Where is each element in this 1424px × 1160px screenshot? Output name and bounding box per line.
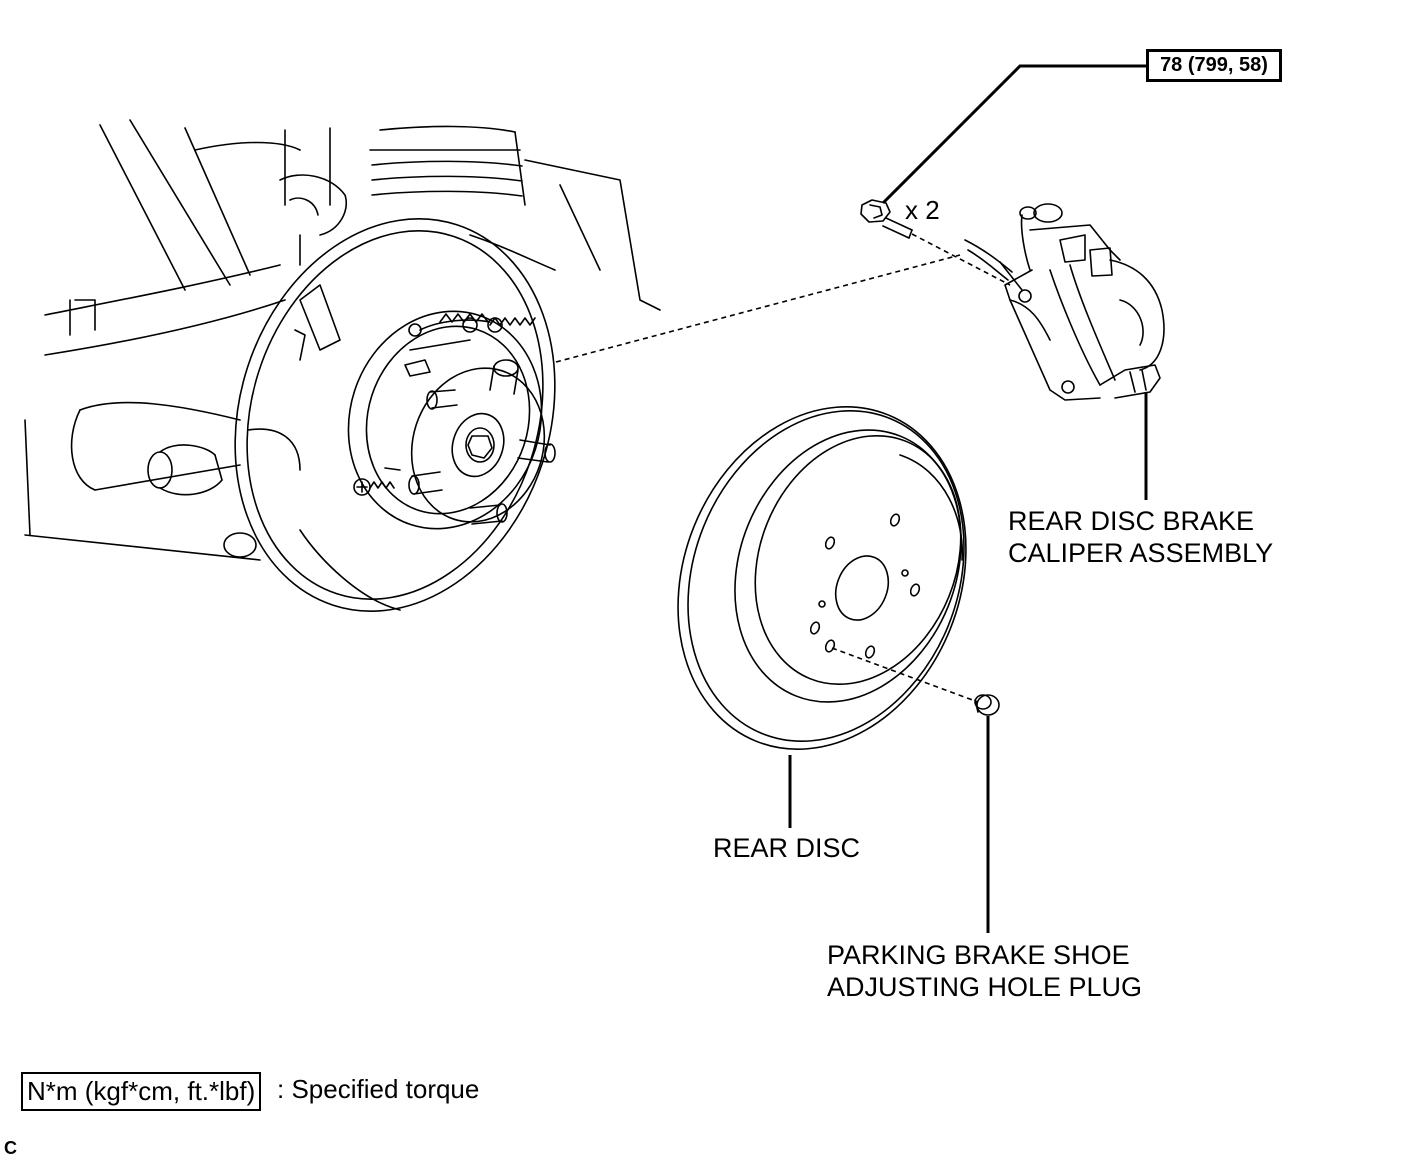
torque-legend-description: : Specified torque — [277, 1074, 480, 1104]
adjusting-hole-plug — [974, 694, 1000, 716]
rear-disc-label: REAR DISC — [713, 833, 861, 863]
corner-mark: C — [4, 1138, 17, 1158]
brake-caliper — [964, 203, 1165, 401]
leader-lines — [788, 64, 1148, 933]
suspension-assembly — [24, 119, 661, 561]
caliper-label-line2: CALIPER ASSEMBLY — [1008, 538, 1274, 568]
torque-unit-legend-box: N*m (kgf*cm, ft.*lbf) — [21, 1072, 262, 1111]
caliper-mounting-bolt — [860, 199, 913, 239]
caliper-label-line1: REAR DISC BRAKE — [1008, 506, 1255, 536]
quantity-label: x 2 — [905, 195, 940, 225]
torque-spec-box: 78 (799, 58) — [1146, 49, 1282, 82]
plug-label-line1: PARKING BRAKE SHOE — [827, 940, 1130, 970]
plug-label-line2: ADJUSTING HOLE PLUG — [827, 972, 1143, 1002]
backing-plate — [234, 218, 556, 612]
alignment-lines — [555, 233, 1011, 703]
rear-disc-rotor — [677, 406, 967, 750]
